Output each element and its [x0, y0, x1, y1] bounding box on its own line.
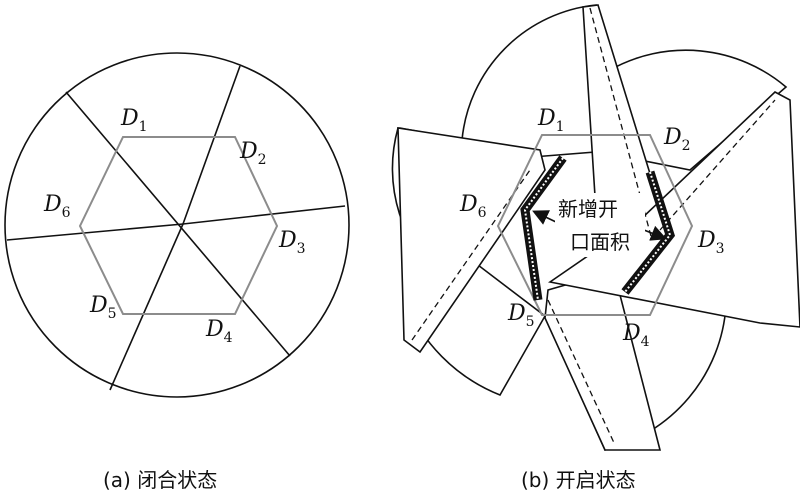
panel-b-arrow-left	[532, 210, 557, 225]
panel-b-label-d1: D1	[537, 106, 565, 135]
panel-a-label-d3: D3	[278, 228, 306, 257]
panel-b-label-d4: D4	[622, 321, 650, 350]
panel-b-annotation-bg	[555, 193, 645, 257]
panel-b-diagram: D1 D2 D3 D4 D5 D6 新增开 口面积	[391, 4, 800, 451]
panel-a-diagram: D1 D2 D3 D4 D5 D6	[4, 52, 350, 398]
panel-a-blade-line-2	[182, 65, 241, 225]
panel-b-dash-line-4	[659, 99, 776, 231]
panel-b-label-d5: D5	[507, 301, 535, 330]
panel-b-dash-line-2	[547, 299, 616, 446]
panel-b-annotation-line1: 新增开	[558, 197, 618, 221]
panel-a-caption: (a) 闭合状态	[103, 468, 217, 492]
panel-a-label-d2: D2	[239, 139, 267, 168]
panel-b-hatch-left-texture	[523, 157, 564, 301]
panel-b-caption: (b) 开启状态	[521, 468, 636, 492]
panel-b-hexagon	[496, 134, 694, 316]
panel-a-label-d6: D6	[43, 192, 71, 221]
panel-b-blade-2	[609, 49, 788, 171]
panel-b-label-d2: D2	[663, 125, 691, 154]
panel-b-label-d3: D3	[697, 228, 725, 257]
panel-b-arrow-right	[643, 225, 667, 241]
panel-b-annotation-line2: 口面积	[570, 230, 630, 254]
panel-a-hexagon	[78, 136, 279, 315]
panel-a-label-d1: D1	[120, 106, 148, 135]
panel-b-hatch-right	[621, 170, 676, 295]
panel-b-strip-left	[397, 127, 546, 354]
panel-a-blade-line-4	[109, 223, 184, 391]
panel-a-blade-line-3	[182, 205, 346, 225]
panel-a-label-d4: D4	[205, 317, 233, 346]
panel-b-label-d6: D6	[459, 192, 487, 221]
panel-a-blade-line-5	[6, 223, 184, 241]
panel-a-label-d5: D5	[89, 293, 117, 322]
